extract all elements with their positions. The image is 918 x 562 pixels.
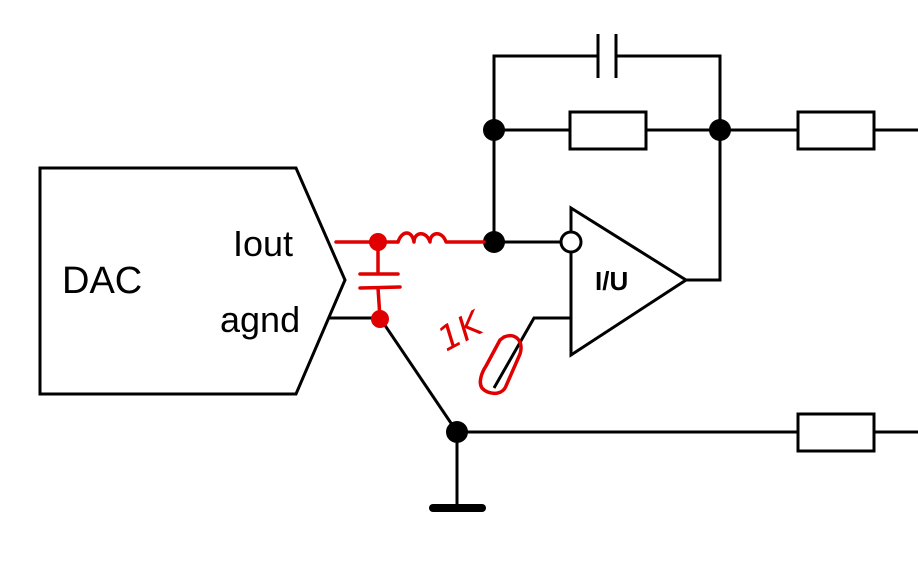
annotation-node-iout [369,233,387,251]
opamp-label: I/U [595,266,628,296]
output-resistor-bottom [796,412,876,453]
feedback-resistor [568,110,648,151]
annotation-resistor-label: 1K [431,303,491,360]
output-resistor-top [796,110,876,151]
agnd-diagonal [378,317,459,433]
annotation-inductor [396,231,486,244]
noninverting-input-wire [492,316,571,389]
dac-label: DAC [62,260,142,302]
iout-pin-label: Iout [233,223,293,264]
junction-dot-feedback-left [483,119,505,141]
junction-dot-inverting [483,231,505,253]
junction-dot-ground [446,421,468,443]
annotation-resistor-symbol [478,334,523,396]
annotation-node-agnd [371,310,389,328]
junction-dot-feedback-right [709,119,731,141]
dac-block [38,166,347,396]
opamp-inverting-input-bubble [559,230,583,254]
opamp-triangle [569,205,689,358]
feedback-cap-wire-left [492,54,598,242]
annotation-capacitor-plate-bottom [358,285,402,290]
feedback-cap-wire-right [616,54,722,282]
agnd-pin-label: agnd [220,299,300,340]
